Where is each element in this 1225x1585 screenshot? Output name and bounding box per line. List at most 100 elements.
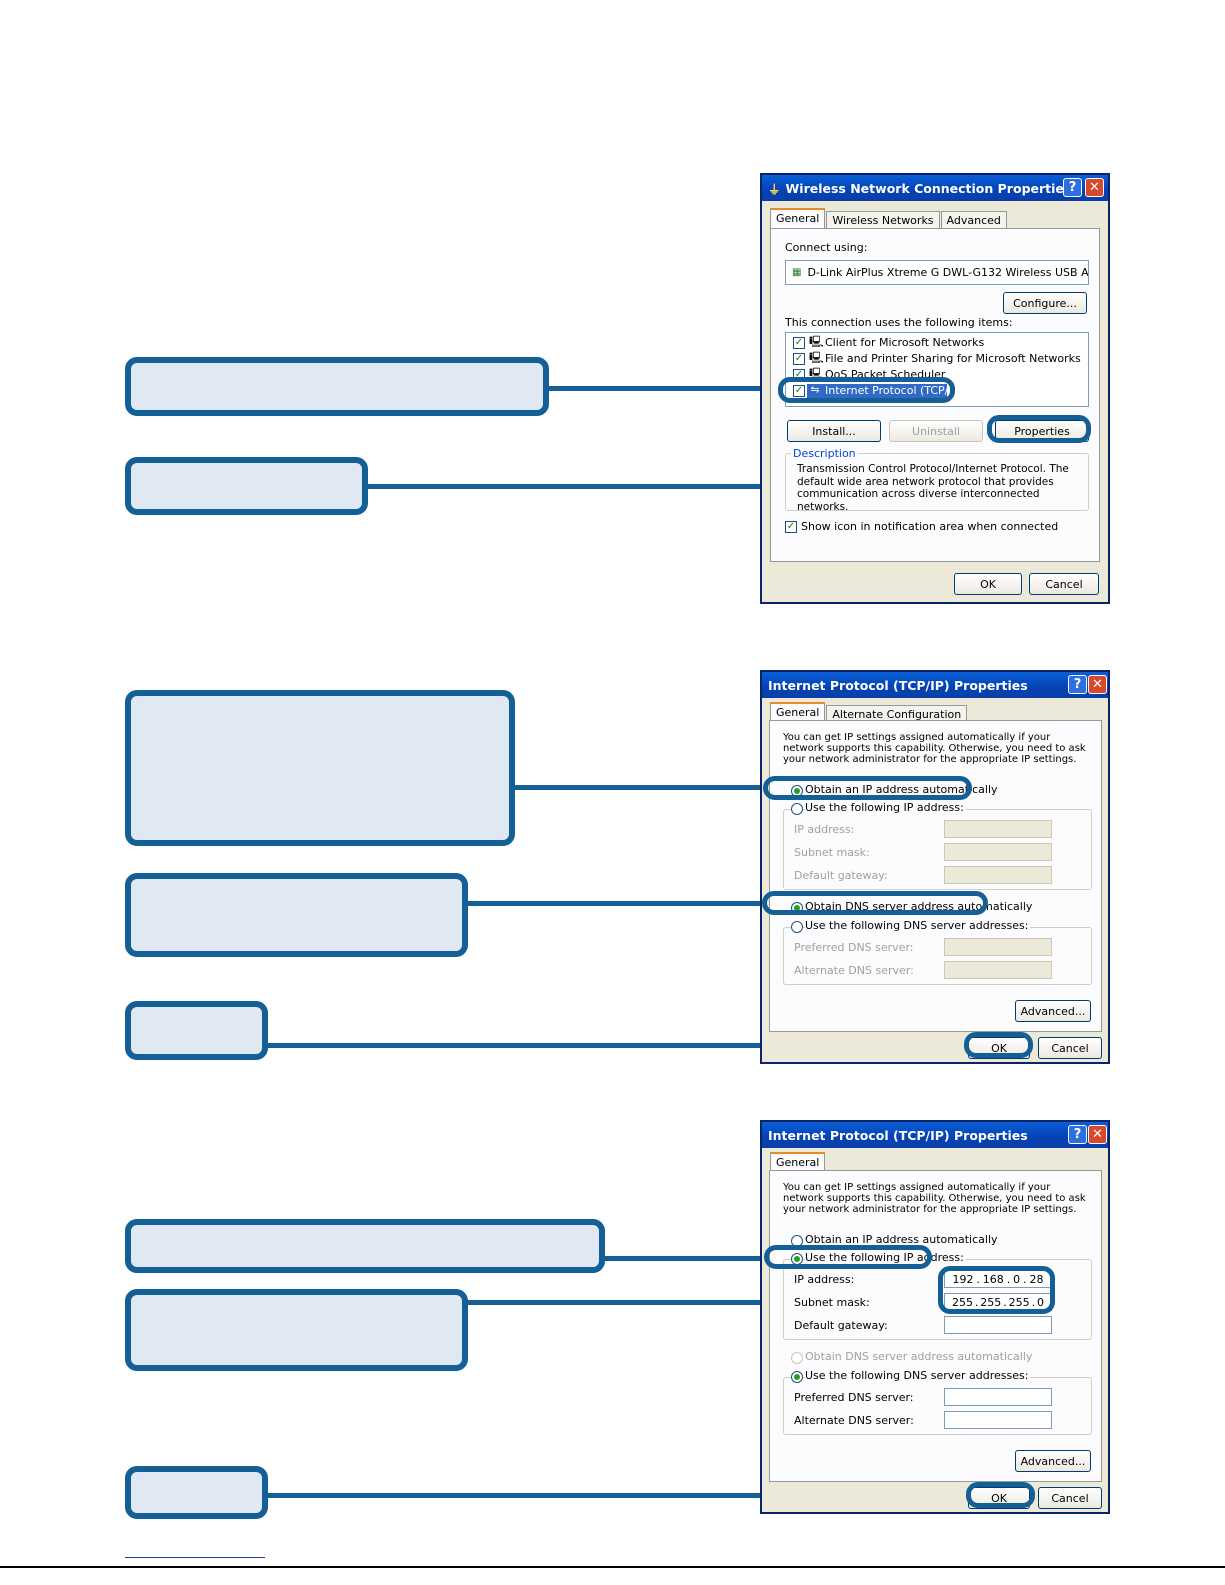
wireless-connection-properties-dialog: ⏚ Wireless Network Connection Properties…	[760, 173, 1110, 604]
ip-octet: 192	[952, 1272, 974, 1286]
preferred-dns-field[interactable]	[944, 938, 1052, 956]
description-label: Description	[791, 447, 858, 460]
default-gateway-field[interactable]	[944, 866, 1052, 884]
uninstall-button[interactable]: Uninstall	[889, 420, 983, 442]
configure-button[interactable]: Configure...	[1003, 292, 1087, 314]
ip-address-field[interactable]	[944, 820, 1052, 838]
connector-line	[512, 785, 764, 790]
network-card-icon: ▦	[792, 267, 802, 278]
tab-strip: General	[770, 1152, 826, 1172]
obtain-dns-label[interactable]: Obtain DNS server address automatically	[805, 1350, 1033, 1363]
dialog-title: Internet Protocol (TCP/IP) Properties	[768, 1127, 1028, 1143]
file-sharing-icon: 🖳	[809, 351, 824, 364]
qos-icon: 🖳	[809, 367, 824, 380]
highlight-properties-button	[987, 415, 1091, 443]
tab-general[interactable]: General	[770, 1152, 826, 1172]
ip-octet: 28	[1029, 1272, 1044, 1286]
alternate-dns-label: Alternate DNS server:	[794, 1414, 914, 1427]
ok-button[interactable]: OK	[954, 573, 1022, 595]
cancel-button[interactable]: Cancel	[1038, 1487, 1102, 1509]
callout-obtain-ip	[125, 690, 515, 846]
client-icon: 🖳	[809, 335, 824, 348]
item-checkbox[interactable]: ✓	[793, 353, 805, 365]
preferred-dns-field[interactable]	[944, 1388, 1052, 1406]
octet-dot: .	[1006, 1272, 1011, 1286]
list-item-selected[interactable]	[807, 384, 947, 399]
items-label: This connection uses the following items…	[785, 316, 1013, 329]
help-button[interactable]: ?	[1068, 1125, 1087, 1144]
ip-octet: 0	[1013, 1272, 1021, 1286]
alternate-dns-field[interactable]	[944, 961, 1052, 979]
adapter-name: D-Link AirPlus Xtreme G DWL-G132 Wireles…	[807, 266, 1088, 279]
adapter-field: ▦ D-Link AirPlus Xtreme G DWL-G132 Wirel…	[785, 260, 1089, 285]
octet-dot: .	[974, 1295, 979, 1309]
dialog-title: Wireless Network Connection Properties	[785, 180, 1072, 196]
preferred-dns-label: Preferred DNS server:	[794, 941, 914, 954]
octet-dot: .	[976, 1272, 980, 1286]
tab-strip: General Alternate Configuration	[770, 702, 968, 722]
ip-address-label: IP address:	[794, 1273, 855, 1286]
octet-dot: .	[1003, 1295, 1007, 1309]
subnet-octet: 255	[980, 1295, 1002, 1309]
connector-line	[366, 484, 1046, 489]
cancel-button[interactable]: Cancel	[1038, 1037, 1102, 1059]
item-checkbox[interactable]: ✓	[793, 385, 805, 397]
subnet-octet: 255	[951, 1295, 973, 1309]
show-icon-checkbox[interactable]: ✓	[785, 521, 797, 533]
use-ip-radio[interactable]	[791, 803, 803, 815]
use-ip-radio[interactable]	[791, 1253, 803, 1265]
subnet-mask-field[interactable]	[944, 843, 1052, 861]
tab-advanced[interactable]: Advanced	[940, 211, 1007, 228]
obtain-ip-label[interactable]: Obtain an IP address automatically	[805, 1233, 998, 1246]
obtain-dns-label[interactable]: Obtain DNS server address automatically	[805, 900, 1033, 913]
use-ip-label[interactable]: Use the following IP address:	[805, 801, 966, 814]
subnet-octet: 0	[1036, 1295, 1044, 1309]
highlight-obtain-dns	[762, 891, 988, 915]
use-dns-radio[interactable]	[791, 1371, 803, 1383]
subnet-mask-label: Subnet mask:	[794, 1296, 870, 1309]
use-dns-label[interactable]: Use the following DNS server addresses:	[805, 919, 1031, 932]
close-button[interactable]: ✕	[1088, 1125, 1107, 1144]
network-icon: ⏚	[768, 181, 781, 197]
connector-line	[265, 1493, 969, 1498]
ip-address-field[interactable]: 192. 168. 0. 28	[944, 1270, 1052, 1288]
cancel-button[interactable]: Cancel	[1029, 573, 1099, 595]
subnet-mask-field[interactable]: 255. 255. 255. 0	[944, 1293, 1052, 1311]
subnet-octet: 255	[1008, 1295, 1030, 1309]
connector-line	[465, 1300, 941, 1305]
highlight-use-ip	[764, 1245, 932, 1269]
tab-general[interactable]: General	[770, 702, 826, 722]
close-button[interactable]: ✕	[1088, 675, 1107, 694]
tab-wireless-networks[interactable]: Wireless Networks	[826, 211, 940, 228]
advanced-button[interactable]: Advanced...	[1015, 1450, 1091, 1472]
list-item[interactable]: Client for Microsoft Networks	[825, 336, 985, 349]
intro-text: You can get IP settings assigned automat…	[783, 732, 1086, 765]
subnet-mask-label: Subnet mask:	[794, 846, 870, 859]
help-button[interactable]: ?	[1063, 178, 1082, 197]
properties-button[interactable]: Properties	[995, 420, 1089, 442]
callout-use-ip	[125, 1219, 605, 1273]
obtain-ip-label[interactable]: Obtain an IP address automatically	[805, 783, 998, 796]
ip-octet: 168	[982, 1272, 1004, 1286]
callout-click-ok	[125, 1466, 268, 1519]
item-checkbox[interactable]: ✓	[793, 337, 805, 349]
default-gateway-field[interactable]	[944, 1316, 1052, 1334]
list-item[interactable]: Internet Protocol (TCP/IP)	[825, 384, 963, 397]
obtain-dns-radio[interactable]	[791, 1352, 803, 1364]
highlight-tcpip-item	[778, 377, 955, 403]
advanced-button[interactable]: Advanced...	[1015, 1000, 1091, 1022]
install-button[interactable]: Install...	[787, 420, 881, 442]
tab-general[interactable]: General	[770, 208, 826, 228]
close-button[interactable]: ✕	[1085, 178, 1104, 197]
octet-dot: .	[1031, 1295, 1036, 1309]
use-dns-radio[interactable]	[791, 921, 803, 933]
help-button[interactable]: ?	[1068, 675, 1087, 694]
list-item[interactable]: File and Printer Sharing for Microsoft N…	[825, 352, 1081, 365]
tab-alternate-configuration[interactable]: Alternate Configuration	[826, 705, 968, 722]
callout-obtain-dns	[125, 873, 468, 957]
description-text: Transmission Control Protocol/Internet P…	[797, 463, 1069, 513]
highlight-ok-button	[966, 1482, 1035, 1508]
alternate-dns-field[interactable]	[944, 1411, 1052, 1429]
use-dns-label[interactable]: Use the following DNS server addresses:	[805, 1369, 1031, 1382]
default-gateway-label: Default gateway:	[794, 869, 888, 882]
